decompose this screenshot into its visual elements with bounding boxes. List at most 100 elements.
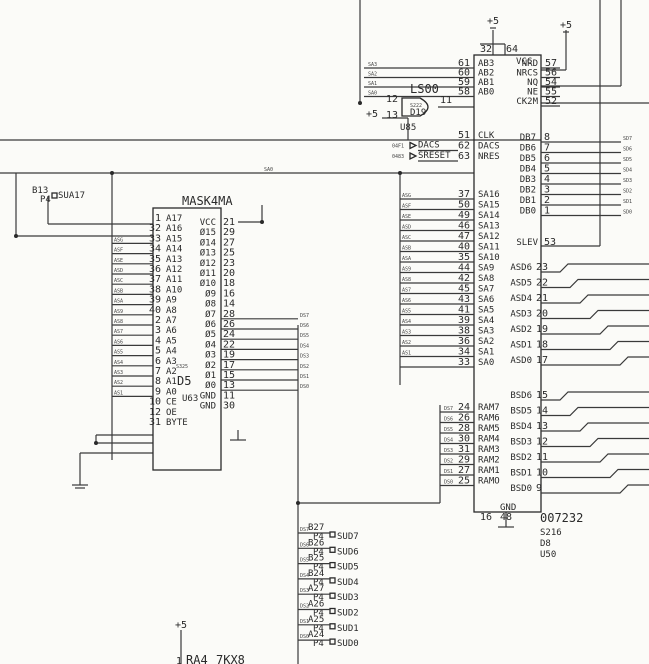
- mask-pinnum-24: 24: [223, 329, 235, 340]
- chip-pinnum-38: 38: [458, 326, 470, 337]
- sud-p-label: P4: [313, 563, 324, 573]
- chip-pin-asd3: ASD3: [510, 310, 532, 320]
- chip-pinnum-58: 58: [458, 87, 470, 98]
- mask-pinnum-25: 25: [223, 248, 235, 259]
- sa-sig-asb: ASB: [402, 246, 411, 252]
- chip-pin-sa4: SA4: [478, 316, 494, 326]
- mask-pin-out: Ø11: [200, 268, 216, 279]
- sud-name-sud2: SUD2: [337, 609, 359, 619]
- mask-sig-as1: AS1: [114, 390, 123, 396]
- mask-pinnum-18: 18: [223, 278, 235, 289]
- mask-pin-out: Ø5: [205, 329, 216, 340]
- clk-label-dacs: DACS: [418, 141, 440, 151]
- sud-sig-ds1: DS1: [300, 619, 309, 625]
- chip-pin-ab3: AB3: [478, 59, 494, 69]
- connector-square: [329, 607, 336, 615]
- asd-wire: [541, 325, 649, 335]
- chip-plus5-right: +5: [560, 20, 572, 31]
- junction-dot: [94, 441, 98, 445]
- sud-b-b25: B25: [308, 554, 324, 564]
- chip-pinnum-43: 43: [458, 294, 470, 305]
- chip-pin-nrd: NRD: [522, 59, 538, 69]
- ls00-plus5: +5: [366, 109, 378, 120]
- junction-dot: [358, 101, 362, 105]
- chip-pin-ab0: AB0: [478, 88, 494, 98]
- chip-pin-ab1: AB1: [478, 78, 494, 88]
- chip-gnd-label: GND: [500, 503, 516, 513]
- chip-pin-sa11: SA11: [478, 243, 500, 253]
- chip-pinnum-46: 46: [458, 221, 470, 232]
- mask-sa0-sig: SA0: [264, 167, 273, 173]
- mask-pinnum-1: 1: [155, 213, 161, 224]
- sa-sig-asd: ASD: [402, 225, 411, 231]
- mask-pin-a3: A3: [166, 357, 177, 367]
- input-arrow: [409, 141, 418, 150]
- chip-pinnum-51: 51: [458, 130, 470, 141]
- mask-sig-ds6: DS6: [300, 323, 309, 329]
- bsd-wire: [541, 406, 649, 417]
- mask-pinnum-32: 32: [149, 223, 161, 234]
- mask-pinnum-31: 31: [149, 417, 161, 428]
- chip-pinnum-11: 11: [536, 452, 548, 463]
- chip-pin-sa2: SA2: [478, 337, 494, 347]
- clk-sig-0483: 0483: [392, 154, 404, 160]
- chip-pinnum-49: 49: [458, 210, 470, 221]
- mask-pinnum-26: 26: [223, 319, 235, 330]
- chip-pin-ramo: RAMO: [478, 477, 500, 487]
- mask-pinnum-11: 11: [223, 390, 235, 401]
- chip-pinnum-12: 12: [536, 437, 548, 448]
- chip-pinnum-44: 44: [458, 263, 470, 274]
- chip-pin-ram7: RAM7: [478, 403, 500, 413]
- chip-title: 007232: [540, 511, 583, 525]
- asd-wire: [541, 309, 649, 320]
- junction-dot: [296, 501, 300, 505]
- mask-pin-out: Ø0: [205, 380, 216, 391]
- chip-pin-64: 64: [506, 44, 518, 55]
- mask-pin-out: Ø2: [205, 360, 216, 371]
- sa-sig-asf: ASF: [402, 204, 411, 210]
- sud-name-sud1: SUD1: [337, 624, 359, 634]
- mask-pinnum-17: 17: [223, 360, 235, 371]
- chip-pin-nrcs: NRCS: [516, 69, 538, 79]
- connector-square: [329, 577, 336, 584]
- chip-plus5: +5: [487, 16, 499, 27]
- sa-sig-as3: AS3: [402, 330, 411, 336]
- ram-sig-ds1: DS1: [444, 469, 453, 475]
- chip-ref: D8: [540, 539, 551, 549]
- chip-pinnum-50: 50: [458, 200, 470, 211]
- mask-pin-out: Ø7: [205, 309, 216, 320]
- mask-pinnum-22: 22: [223, 339, 235, 350]
- mask-pinnum-2: 2: [155, 315, 161, 326]
- mask-pin-a17: A17: [166, 214, 182, 224]
- asd-wire: [541, 278, 649, 289]
- mask-sig-asf: ASF: [114, 248, 123, 254]
- mask-pin-out: Ø8: [205, 299, 216, 310]
- sud-p-label: P4: [313, 578, 324, 588]
- mask-b13-label: B13: [32, 186, 48, 196]
- mask-pin-a14: A14: [166, 245, 182, 255]
- chip-pin-bsd1: BSD1: [510, 469, 532, 479]
- input-arrow: [409, 151, 418, 161]
- sa-sig-asa: ASA: [402, 256, 411, 262]
- chip-u: U50: [540, 550, 556, 560]
- mask-pinnum-37: 37: [149, 274, 161, 285]
- mask-pin-a8: A8: [166, 306, 177, 316]
- chip-pinnum-14: 14: [536, 406, 548, 417]
- chip-pinnum-33: 33: [458, 357, 470, 368]
- chip-pin-ram1: RAM1: [478, 466, 500, 476]
- db-sig-sd1: SD1: [623, 199, 632, 205]
- chip-pinnum-1: 1: [544, 206, 550, 217]
- asd-wire: [541, 294, 649, 304]
- chip-pinnum-31: 31: [458, 444, 470, 455]
- chip-pinnum-56: 56: [545, 68, 557, 79]
- chip-pinnum-59: 59: [458, 77, 470, 88]
- chip-pinnum-5: 5: [544, 164, 550, 175]
- ls00-sig-sa2: SA2: [368, 72, 377, 78]
- chip-pinnum-28: 28: [458, 423, 470, 434]
- sud-p-label: P4: [313, 532, 324, 542]
- sud-p-label: P4: [313, 547, 324, 557]
- ls00-gate-shape: [401, 97, 429, 117]
- ls00-ref: D19: [410, 108, 426, 118]
